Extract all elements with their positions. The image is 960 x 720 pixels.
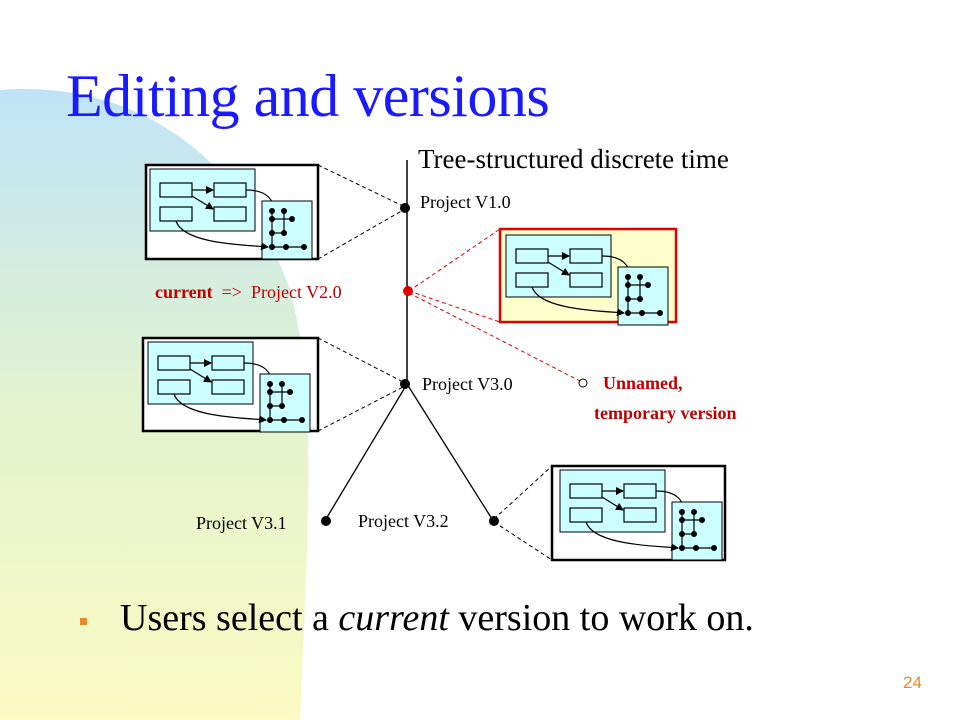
label-v1: Project V1.0 <box>420 192 511 212</box>
label-v32: Project V3.2 <box>358 511 449 531</box>
label-unnamed-line2: temporary version <box>594 403 736 423</box>
diagram-subtitle: Tree-structured discrete time <box>418 144 729 174</box>
bullet-marker <box>80 618 87 625</box>
connector-v3-top <box>317 337 406 384</box>
label-arrow: => <box>222 282 242 302</box>
connector-v2-top <box>408 228 501 292</box>
label-unnamed-line1: Unnamed, <box>603 373 683 393</box>
branch-v32 <box>406 383 493 520</box>
node-v3 <box>400 379 410 389</box>
label-v2-current: current => Project V2.0 <box>155 282 342 302</box>
label-v31: Project V3.1 <box>196 513 287 533</box>
node-unnamed <box>578 378 588 388</box>
bullet-text-end: version to work on. <box>448 597 754 639</box>
connector-v32-bottom <box>493 521 553 561</box>
label-v3: Project V3.0 <box>422 374 513 394</box>
connector-v3-bottom <box>317 385 406 432</box>
node-v2-current <box>403 286 413 296</box>
bullet-text: Users select a current version to work o… <box>120 596 754 640</box>
connector-v1-top <box>317 164 406 208</box>
bullet-text-emphasis: current <box>338 597 449 639</box>
node-v1 <box>400 203 410 213</box>
branch-v31 <box>325 383 408 520</box>
page-number: 24 <box>903 673 922 692</box>
label-v2: Project V2.0 <box>251 282 342 302</box>
connector-v1-bottom <box>317 208 406 260</box>
bullet-text-start: Users select a <box>120 597 339 639</box>
slide-title: Editing and versions <box>66 63 550 129</box>
node-v32 <box>489 516 499 526</box>
node-v31 <box>321 516 331 526</box>
snapshot-v32 <box>550 464 727 562</box>
snapshot-v2-current <box>498 227 678 325</box>
snapshot-v3 <box>141 336 320 432</box>
connector-v32-top <box>493 465 553 520</box>
label-current: current <box>155 282 213 302</box>
connector-v2-bottom <box>408 290 501 323</box>
snapshot-v1 <box>144 163 320 261</box>
